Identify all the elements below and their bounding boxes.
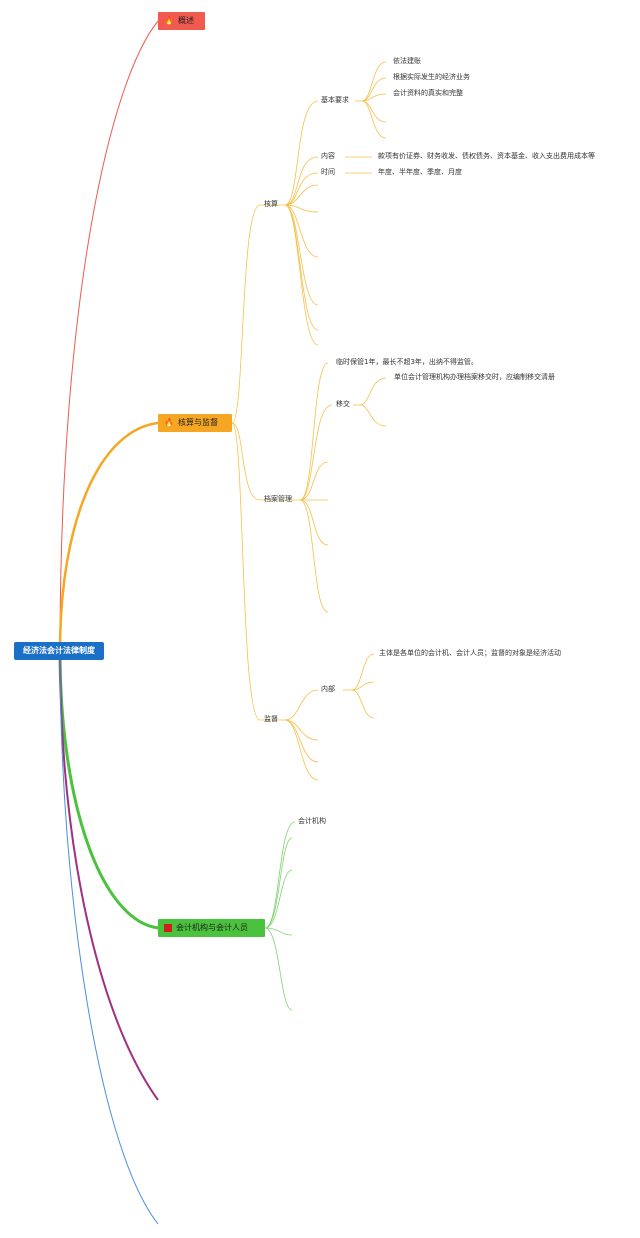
accounting-sub-links	[231, 61, 387, 781]
link-root-overview	[59, 20, 159, 652]
node-transfer[interactable]: 移交	[336, 400, 350, 408]
node-time[interactable]: 时间	[321, 168, 335, 176]
link-root-purple	[59, 650, 159, 1101]
node-archive[interactable]: 档案管理	[264, 495, 292, 503]
node-req-1[interactable]: 依法建账	[393, 57, 421, 65]
node-transfer-text[interactable]: 单位会计管理机构办理档案移交时，应编制移交清册	[394, 373, 555, 381]
node-archive-keep[interactable]: 临时保管1年，最长不超3年，出纳不得监管。	[336, 358, 478, 366]
fire-icon: 🔥	[164, 418, 174, 427]
fire-icon: 🔥	[164, 16, 174, 25]
branch-accounting-label: 核算与监督	[177, 418, 218, 427]
link-root-blue	[59, 650, 159, 1225]
node-internal-text[interactable]: 主体是各单位的会计机、会计人员；监督的对象是经济活动	[379, 649, 561, 657]
node-hesuan[interactable]: 核算	[264, 200, 278, 208]
link-root-staff	[58, 650, 159, 930]
branch-staff-label: 会计机构与会计人员	[176, 923, 248, 932]
node-content-text[interactable]: 款项有价证券、财务收发、债权债务、资本基金、收入支出费用成本等	[378, 152, 595, 160]
node-acct-org[interactable]: 会计机构	[298, 817, 326, 825]
branch-accounting[interactable]: 🔥核算与监督	[158, 414, 232, 432]
node-time-text[interactable]: 年度、半年度、季度、月度	[378, 168, 462, 176]
root-topic[interactable]: 经济法会计法律制度	[14, 642, 104, 660]
node-content[interactable]: 内容	[321, 152, 335, 160]
branch-overview-label: 概述	[177, 16, 194, 25]
node-internal[interactable]: 内部	[321, 685, 335, 693]
staff-sub-links	[264, 821, 296, 1011]
branch-staff[interactable]: 会计机构与会计人员	[158, 919, 265, 937]
flag-icon	[164, 924, 172, 932]
branch-overview[interactable]: 🔥概述	[158, 12, 205, 30]
node-supervise[interactable]: 监督	[264, 715, 278, 723]
node-basic-req[interactable]: 基本要求	[321, 96, 349, 104]
node-req-2[interactable]: 根据实际发生的经济业务	[393, 73, 470, 81]
link-root-accounting	[58, 421, 159, 652]
node-req-3[interactable]: 会计资料的真实和完整	[393, 89, 463, 97]
